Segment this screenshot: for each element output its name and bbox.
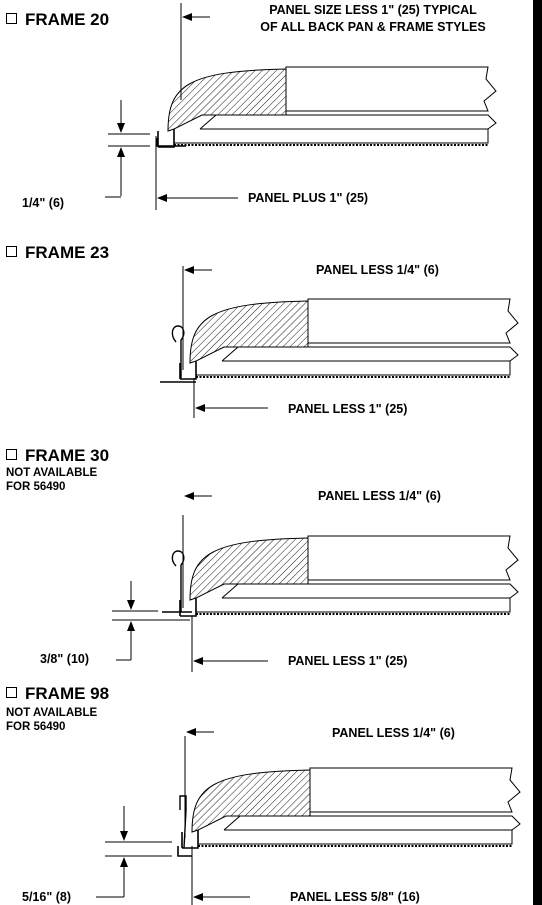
frame-20-title-text: FRAME 20 bbox=[25, 10, 110, 29]
frame-98-top-dim: PANEL LESS 1/4" (6) bbox=[332, 726, 455, 740]
frame-98-bottom-dim: PANEL LESS 5/8" (16) bbox=[290, 890, 420, 904]
frame-20-panel-block bbox=[285, 66, 497, 112]
frame-20-lip bbox=[156, 138, 186, 147]
frame-98-bevel-line bbox=[223, 815, 241, 831]
frame-98-clip bbox=[179, 795, 187, 849]
frame-98-title: FRAME 98 bbox=[6, 685, 109, 703]
frame-23-bottom-dim: PANEL LESS 1" (25) bbox=[288, 402, 408, 416]
frame-20-frame-flange bbox=[157, 129, 175, 148]
frame-30-top-dim: PANEL LESS 1/4" (6) bbox=[318, 489, 441, 503]
frame-98-note-line2: FOR 56490 bbox=[6, 721, 66, 733]
frame-23-hook-clip bbox=[171, 325, 185, 378]
frame-30-bevel-line bbox=[221, 583, 239, 599]
frame-20-bevel-line bbox=[199, 114, 217, 130]
frame-98-lip bbox=[177, 846, 192, 857]
frame-30-title-text: FRAME 30 bbox=[25, 446, 110, 465]
frame-23-panel-block bbox=[307, 298, 519, 344]
frame-98-section bbox=[181, 767, 521, 849]
frame-20-bottom-dim: PANEL PLUS 1" (25) bbox=[248, 191, 369, 205]
frame-30-section bbox=[179, 535, 519, 617]
sheet-edge-bar bbox=[533, 0, 542, 905]
frame-30-note-line1: NOT AVAILABLE bbox=[6, 467, 98, 479]
frame-30-panel-block bbox=[307, 535, 519, 581]
frame-30-hook-clip bbox=[171, 550, 185, 612]
frame-30-bottom-dim: PANEL LESS 1" (25) bbox=[288, 654, 408, 668]
frame-98-frame-flange bbox=[181, 830, 199, 849]
checkbox-icon bbox=[6, 449, 17, 460]
checkbox-icon bbox=[6, 687, 17, 698]
checkbox-icon bbox=[6, 246, 17, 257]
frame-20-side-dim: 1/4" (6) bbox=[22, 196, 65, 210]
frame-30-title: FRAME 30 bbox=[6, 447, 109, 465]
frame-98-panel-block bbox=[309, 767, 521, 813]
frame-20-top-dim-line2: OF ALL BACK PAN & FRAME STYLES bbox=[260, 20, 486, 34]
frame-23-bevel-line bbox=[221, 346, 239, 362]
frame-98-side-dim: 5/16" (8) bbox=[22, 890, 72, 904]
frame-23-title: FRAME 23 bbox=[6, 244, 109, 262]
frame-30-note-line2: FOR 56490 bbox=[6, 481, 66, 493]
frame-98-title-text: FRAME 98 bbox=[25, 684, 110, 703]
frame-20-top-dim-line1: PANEL SIZE LESS 1" (25) TYPICAL bbox=[269, 3, 477, 17]
checkbox-icon bbox=[6, 13, 17, 24]
frame-20-title: FRAME 20 bbox=[6, 11, 109, 29]
frame-30-frame-flange bbox=[179, 598, 197, 617]
frame-23-top-dim: PANEL LESS 1/4" (6) bbox=[316, 263, 439, 277]
frame-98-note-line1: NOT AVAILABLE bbox=[6, 707, 98, 719]
frame-23-section bbox=[179, 298, 519, 380]
frame-23-frame-flange bbox=[179, 361, 197, 380]
frame-30-side-dim: 3/8" (10) bbox=[40, 652, 90, 666]
frame-23-title-text: FRAME 23 bbox=[25, 243, 110, 262]
frame-20-section bbox=[157, 66, 497, 148]
